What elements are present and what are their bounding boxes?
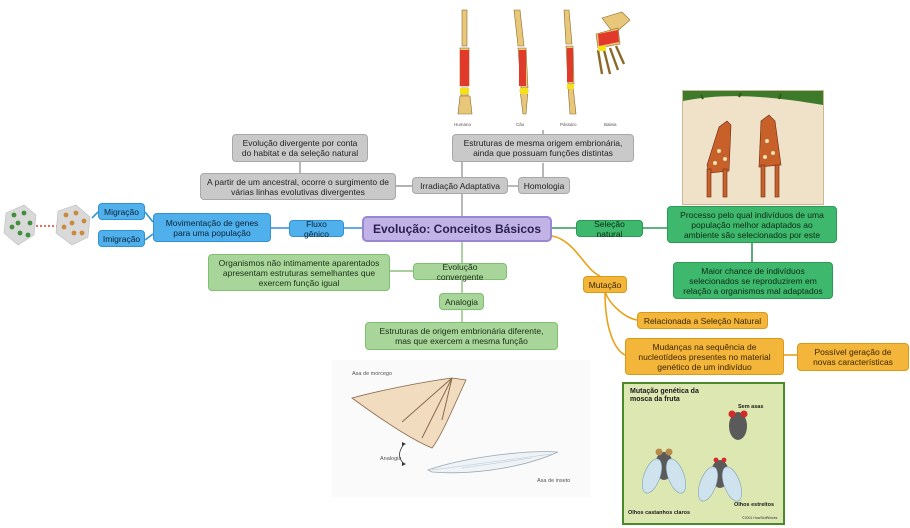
imigracao-node[interactable]: Imigração: [98, 230, 145, 247]
movimentacao-label: Movimentação de genes para uma população: [165, 217, 259, 238]
irradiacao-label: Irradiação Adaptativa: [420, 180, 500, 191]
bone-label-dog: Cão: [516, 122, 525, 127]
fluxo-genico-label: Fluxo gênico: [303, 218, 330, 239]
divergente-node[interactable]: Evolução divergente por conta do habitat…: [232, 134, 368, 162]
bone-label-whale: Baleia: [604, 122, 617, 127]
fly-credit: ©2001 HowStuffWorks: [742, 516, 778, 520]
wings-svg: [351, 377, 559, 474]
ancestral-label: A partir de um ancestral, ocorre o surgi…: [207, 176, 389, 197]
estruturas-mesma-label: Estruturas de mesma origem embrionária, …: [463, 138, 623, 158]
maior-chance-label: Maior chance de indivíduos selecionados …: [683, 265, 823, 296]
fly-label-estreitos: Olhos estreitos: [734, 502, 775, 508]
fluxo-genico-node[interactable]: Fluxo gênico: [289, 218, 344, 239]
wing-label-analogia: Analogia: [380, 456, 402, 462]
wing-label-morcego: Asa de morcego: [352, 371, 393, 377]
bone-label-bird: Pássaro: [560, 122, 577, 127]
divergente-label: Evolução divergente por conta do habitat…: [241, 138, 359, 158]
flies-svg: [641, 410, 748, 502]
wing-label-inseto: Asa de inseto: [537, 478, 571, 484]
bones-svg: [457, 9, 631, 115]
mutacao-node[interactable]: Mutação: [583, 276, 627, 293]
root-node[interactable]: Evolução: Conceitos Básicos: [362, 216, 552, 242]
possivel-label: Possível geração de novas característica…: [813, 347, 893, 367]
analogia-label: Analogia: [444, 296, 479, 307]
selecao-natural-label: Seleção natural: [594, 218, 625, 239]
convergente-node[interactable]: Evolução convergente: [413, 261, 507, 282]
migracao-node[interactable]: Migração: [98, 203, 145, 220]
imigracao-label: Imigração: [102, 233, 141, 244]
mudancas-label: Mudanças na sequência de nucleotídeos pr…: [638, 341, 771, 372]
analogia-node[interactable]: Analogia: [439, 293, 484, 310]
organismos-node[interactable]: Organismos não intimamente aparentados a…: [208, 254, 390, 291]
estruturas-mesma-node[interactable]: Estruturas de mesma origem embrionária, …: [452, 134, 634, 162]
estruturas-diferente-label: Estruturas de origem embrionária diferen…: [379, 326, 544, 346]
fruit-fly-image: Mutação genética da mosca da fruta Sem a…: [622, 382, 785, 525]
movimentacao-node[interactable]: Movimentação de genes para uma população: [153, 213, 271, 242]
migration-svg: [3, 204, 91, 246]
root-label: Evolução: Conceitos Básicos: [372, 222, 542, 236]
convergente-label: Evolução convergente: [436, 261, 484, 282]
relacionada-label: Relacionada a Seleção Natural: [643, 315, 762, 326]
organismos-label: Organismos não intimamente aparentados a…: [218, 257, 380, 288]
possivel-node[interactable]: Possível geração de novas característica…: [797, 343, 909, 371]
fly-label-castanhos: Olhos castanhos claros: [628, 510, 691, 516]
irradiacao-node[interactable]: Irradiação Adaptativa: [412, 177, 508, 194]
maior-chance-node[interactable]: Maior chance de indivíduos selecionados …: [673, 262, 833, 299]
wing-analogy-image: Asa de morcego Analogia Asa de inseto: [332, 360, 590, 497]
giraffe-svg: [683, 91, 823, 198]
homologia-node[interactable]: Homologia: [518, 177, 570, 194]
migration-image: [0, 203, 95, 248]
homologous-bones-image: Humano Cão Pássaro Baleia: [452, 4, 634, 130]
relacionada-node[interactable]: Relacionada a Seleção Natural: [637, 312, 768, 329]
fly-label-sem-asas: Sem asas: [738, 404, 764, 410]
homologia-label: Homologia: [523, 180, 565, 191]
migracao-label: Migração: [104, 206, 139, 217]
estruturas-diferente-node[interactable]: Estruturas de origem embrionária diferen…: [365, 322, 558, 350]
giraffe-image: [682, 90, 824, 205]
selecao-natural-node[interactable]: Seleção natural: [576, 218, 643, 239]
ancestral-node[interactable]: A partir de um ancestral, ocorre o surgi…: [200, 173, 396, 200]
processo-label: Processo pelo qual indivíduos de uma pop…: [680, 209, 824, 240]
mutacao-label: Mutação: [588, 279, 622, 290]
bone-label-human: Humano: [454, 122, 472, 127]
mudancas-node[interactable]: Mudanças na sequência de nucleotídeos pr…: [625, 338, 784, 375]
fly-title: Mutação genética da mosca da fruta: [630, 388, 699, 403]
processo-node[interactable]: Processo pelo qual indivíduos de uma pop…: [667, 206, 837, 243]
